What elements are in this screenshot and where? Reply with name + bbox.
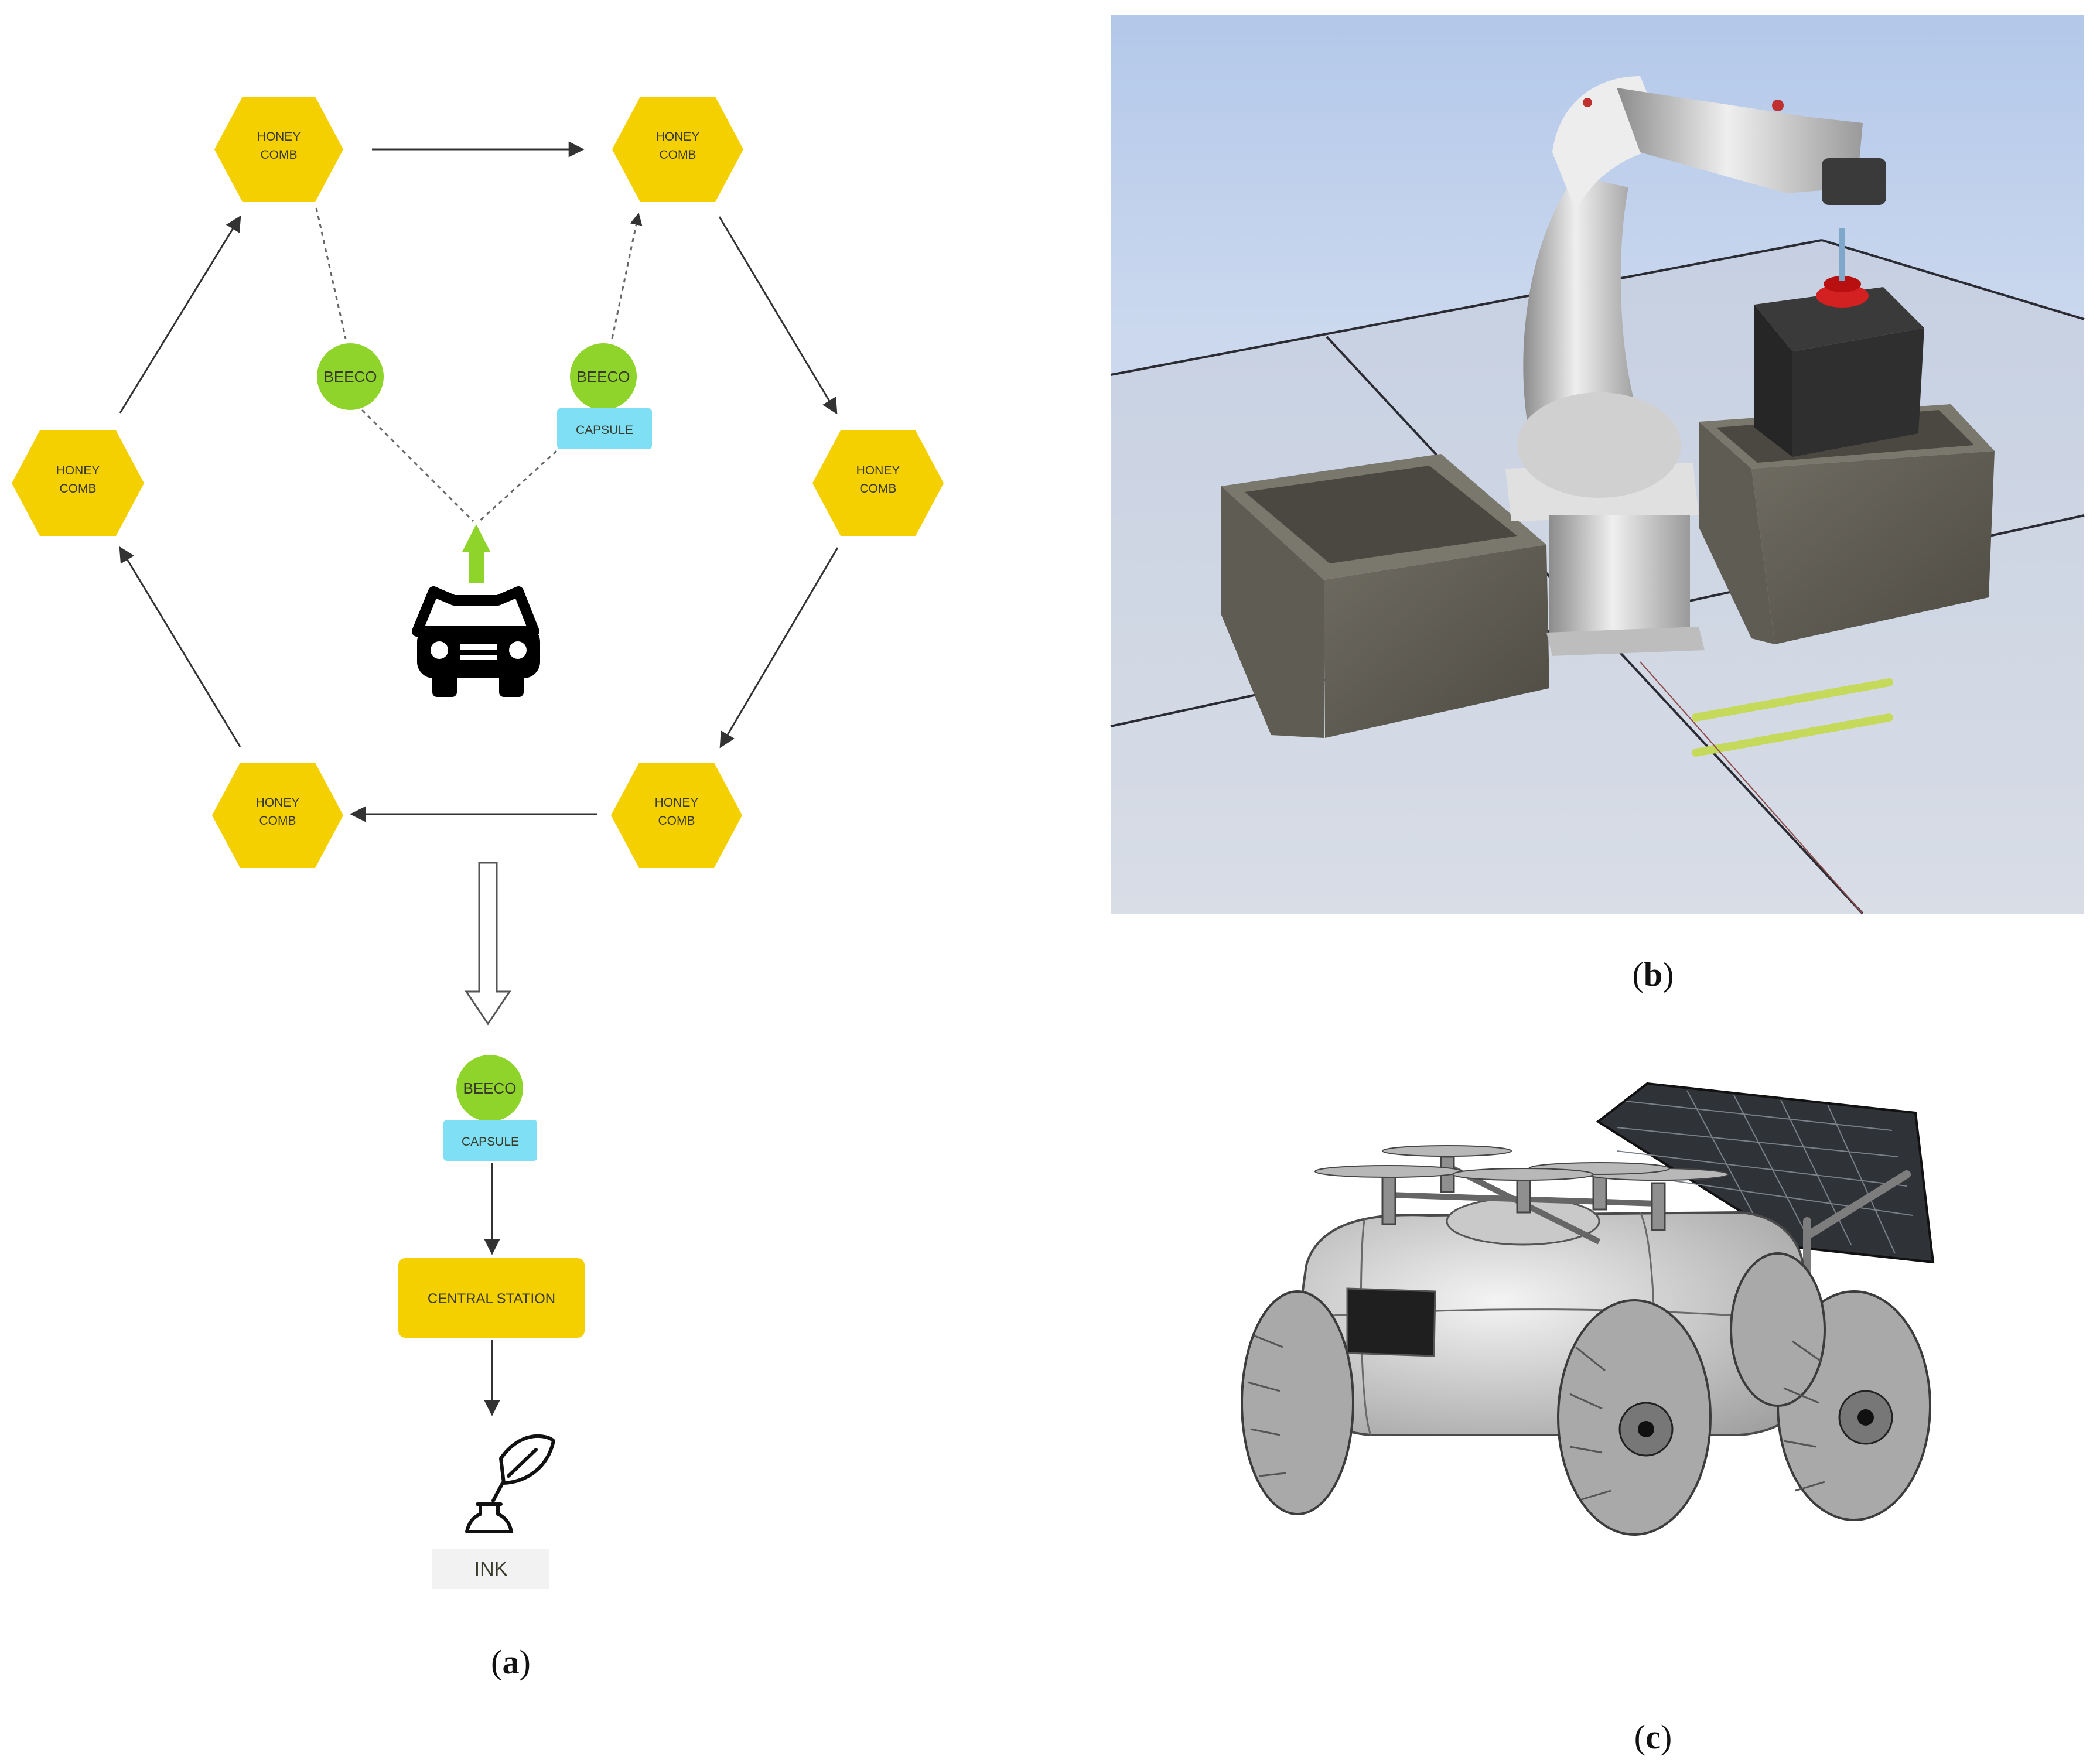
svg-text:HONEY: HONEY: [655, 796, 699, 809]
rover-body: [1290, 1211, 1809, 1436]
beeco-right: BEECO: [570, 343, 637, 410]
svg-text:COMB: COMB: [60, 482, 97, 496]
svg-text:COMB: COMB: [658, 814, 695, 828]
honeycomb-top-left: HONEY COMB: [214, 97, 343, 202]
svg-text:COMB: COMB: [259, 814, 296, 828]
robot-arm: [1505, 76, 1886, 656]
svg-text:CAPSULE: CAPSULE: [462, 1135, 519, 1149]
central-station-box: CENTRAL STATION: [398, 1258, 585, 1338]
svg-text:COMB: COMB: [860, 482, 897, 496]
svg-text:BEECO: BEECO: [576, 368, 630, 385]
stone-block: [1754, 228, 1924, 457]
honeycomb-bottom-left: HONEY COMB: [212, 763, 343, 868]
panel-b-robot-simulation: (b): [1110, 15, 2085, 993]
solar-panel: [1596, 1082, 1935, 1264]
ink-label-box: INK: [432, 1549, 549, 1589]
svg-text:HONEY: HONEY: [256, 796, 300, 809]
svg-text:HONEY: HONEY: [257, 130, 301, 144]
arrow-left-to-top-left: [119, 215, 241, 414]
caption-a: (a): [491, 1643, 531, 1681]
caption-c: (c): [1634, 1718, 1672, 1756]
dotted-link-beeco-right-to-honeycomb: [611, 212, 643, 339]
beeco-bottom: BEECO: [456, 1055, 523, 1122]
arrow-right-to-bottom-right: [719, 547, 839, 749]
svg-text:INK: INK: [474, 1558, 508, 1580]
drone: [1314, 1145, 1729, 1246]
honeycomb-right: HONEY COMB: [812, 430, 944, 536]
svg-text:HONEY: HONEY: [56, 464, 100, 477]
panel-a-diagram: HONEY COMB HONEY COMB HONEY COMB HONEY C…: [12, 97, 944, 1681]
left-container: [1221, 454, 1549, 738]
arrow-bottom-left-to-left: [119, 546, 241, 747]
dotted-link-honeycomb-to-beeco-left: [315, 207, 347, 339]
dotted-link-capsule-to-car: [478, 450, 558, 522]
svg-text:HONEY: HONEY: [656, 130, 700, 144]
honeycomb-bottom-right: HONEY COMB: [611, 763, 742, 868]
beeco-left: BEECO: [317, 343, 384, 410]
panel-c-rover-drone: (c): [1241, 1082, 1935, 1756]
svg-text:BEECO: BEECO: [463, 1079, 516, 1097]
caption-b: (b): [1633, 955, 1674, 993]
guide-lines: [1692, 678, 1893, 757]
mecanum-wheels: [1241, 1252, 1931, 1536]
svg-text:COMB: COMB: [261, 148, 298, 162]
honeycomb-left: HONEY COMB: [12, 430, 144, 536]
dotted-link-beeco-left-to-car: [361, 409, 474, 522]
capsule-right: CAPSULE: [557, 408, 652, 449]
capsule-bottom: CAPSULE: [443, 1120, 537, 1161]
honeycomb-top-right: HONEY COMB: [612, 97, 743, 202]
green-up-arrow: [462, 524, 490, 583]
svg-text:BEECO: BEECO: [323, 368, 377, 385]
svg-text:HONEY: HONEY: [856, 464, 900, 477]
arrow-top-right-to-right: [718, 216, 838, 415]
svg-text:COMB: COMB: [660, 148, 696, 162]
svg-text:CENTRAL STATION: CENTRAL STATION: [428, 1291, 555, 1307]
car-icon: [412, 586, 540, 697]
ink-quill-icon: [465, 1434, 555, 1533]
svg-text:CAPSULE: CAPSULE: [576, 423, 633, 437]
hollow-down-arrow: [465, 862, 511, 1026]
